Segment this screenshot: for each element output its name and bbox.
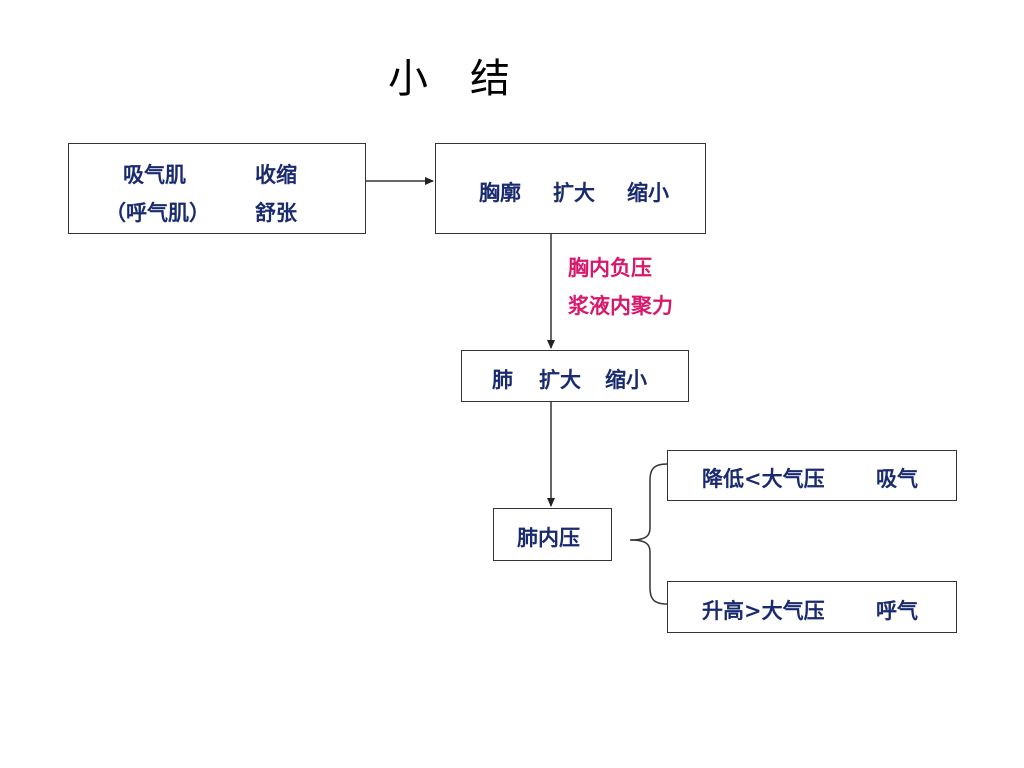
title-char-2: 结	[470, 56, 512, 102]
respiratory-muscle-box: 吸气肌 收缩 （呼气肌） 舒张	[68, 143, 366, 234]
relax-label: 舒张	[255, 200, 297, 225]
serous-cohesion-label: 浆液内聚力	[568, 293, 673, 318]
intrapulmonary-pressure-label: 肺内压	[517, 525, 580, 550]
exhale-box: 升高>大气压 呼气	[667, 581, 957, 633]
inspiratory-muscle-label: 吸气肌	[123, 162, 186, 187]
thorax-expand-label: 扩大	[553, 180, 595, 205]
lung-expand-label: 扩大	[539, 367, 581, 392]
intrapulmonary-pressure-box: 肺内压	[493, 508, 612, 561]
lung-shrink-label: 缩小	[605, 367, 647, 392]
slide-title: 小结	[0, 46, 900, 104]
pressure-lower-label: 降低<大气压	[702, 466, 825, 491]
pressure-higher-label: 升高>大气压	[702, 598, 825, 623]
brace-pressure-outcomes	[629, 463, 668, 605]
forces-label: 胸内负压 浆液内聚力	[568, 252, 673, 320]
expiratory-muscle-label: （呼气肌）	[105, 200, 210, 225]
inhale-box: 降低<大气压 吸气	[667, 450, 957, 501]
thorax-label: 胸廓	[479, 180, 521, 205]
inhale-label: 吸气	[876, 466, 918, 491]
negative-intrathoracic-pressure-label: 胸内负压	[568, 255, 652, 280]
exhale-label: 呼气	[876, 598, 918, 623]
thorax-box: 胸廓 扩大 缩小	[435, 143, 706, 234]
lung-box: 肺 扩大 缩小	[461, 350, 689, 402]
contract-label: 收缩	[255, 162, 297, 187]
title-char-1: 小	[388, 56, 430, 102]
thorax-shrink-label: 缩小	[627, 180, 669, 205]
lung-label: 肺	[492, 367, 513, 392]
